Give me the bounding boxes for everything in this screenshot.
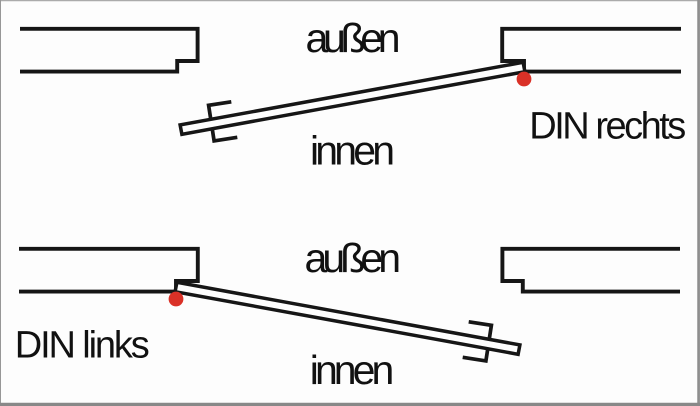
svg-text:außen: außen	[306, 15, 401, 61]
svg-text:innen: innen	[310, 128, 395, 174]
svg-text:außen: außen	[305, 235, 402, 281]
svg-text:innen: innen	[310, 347, 395, 393]
svg-text:DIN links: DIN links	[15, 325, 150, 367]
svg-text:DIN rechts: DIN rechts	[529, 106, 686, 148]
